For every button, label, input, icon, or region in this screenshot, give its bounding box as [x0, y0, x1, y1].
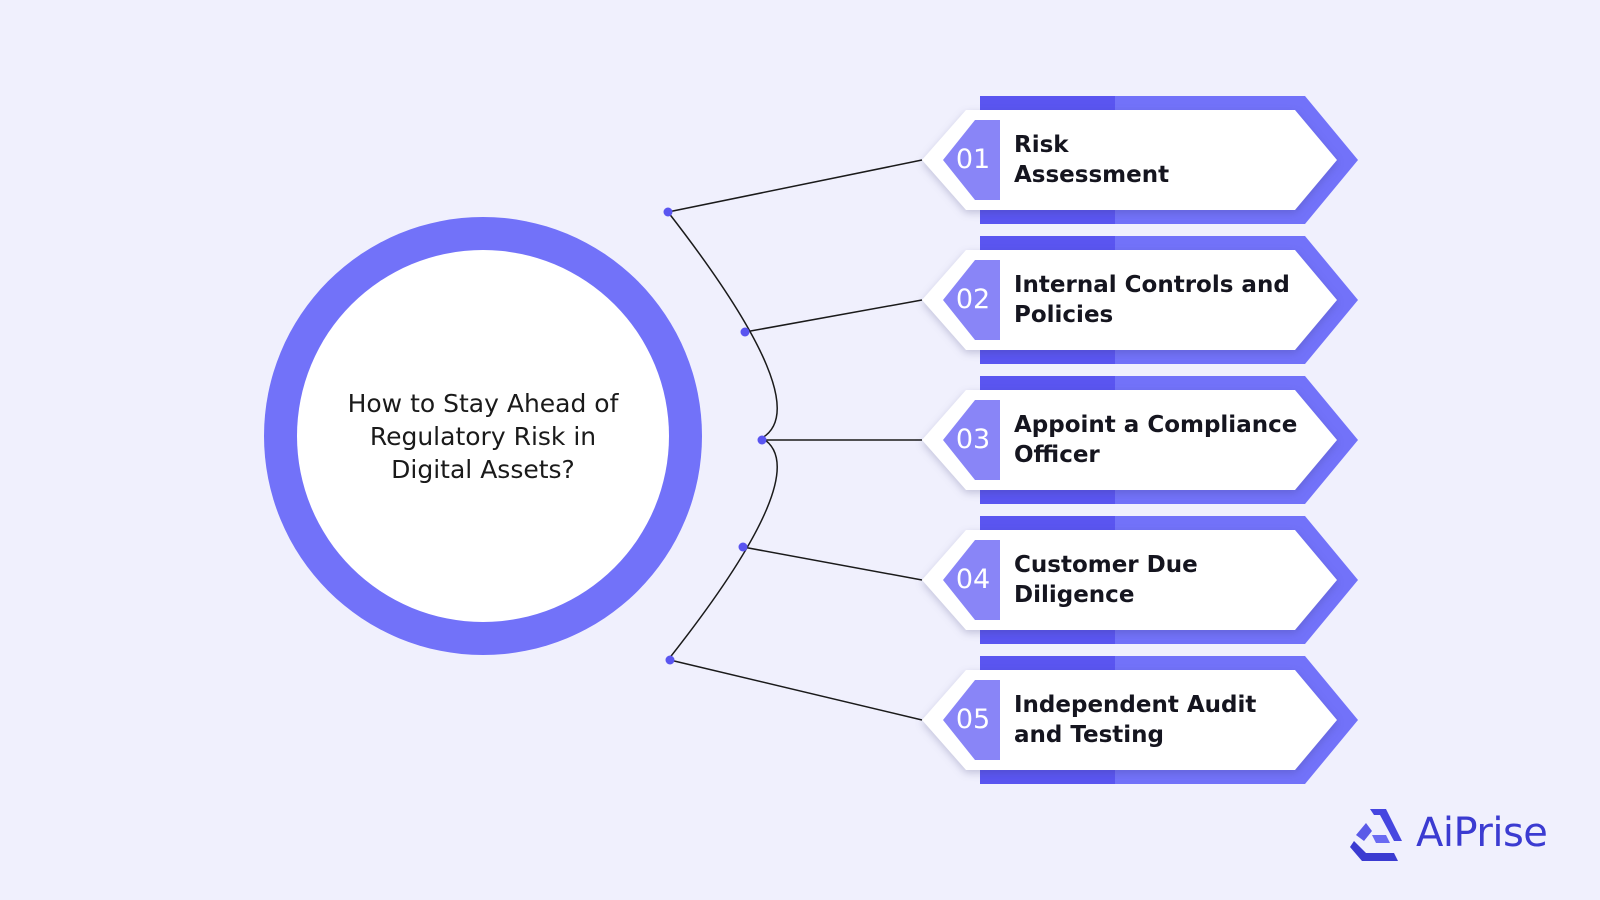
center-hub: How to Stay Ahead of Regulatory Risk in … — [297, 250, 669, 622]
item-card — [922, 376, 1358, 504]
item-label: Independent Audit and Testing — [1014, 690, 1314, 750]
brand-name: AiPrise — [1416, 810, 1548, 856]
item-card — [922, 656, 1358, 784]
connector-dot — [757, 435, 767, 445]
card-face — [922, 250, 1337, 350]
connector-line — [667, 159, 923, 213]
brand-logo: AiPrise — [1350, 805, 1548, 861]
connector-line — [742, 546, 923, 581]
number-tab — [943, 260, 1000, 340]
connector-dot — [738, 542, 748, 552]
item-card — [922, 96, 1358, 224]
aiprise-logo-icon — [1350, 809, 1402, 861]
item-label-line: Independent Audit — [1014, 692, 1257, 718]
item-label-line: Diligence — [1014, 582, 1135, 608]
connector-line — [744, 299, 923, 333]
item-label-line: Officer — [1014, 442, 1100, 468]
item-number: 01 — [955, 144, 991, 175]
item-label-line: Appoint a Compliance — [1014, 412, 1298, 438]
number-tab — [943, 120, 1000, 200]
item-number: 03 — [955, 424, 991, 455]
item-label-line: Assessment — [1014, 162, 1170, 188]
item-number: 02 — [955, 284, 991, 315]
connector-dot — [740, 327, 750, 337]
card-face — [922, 110, 1337, 210]
item-label-line: Risk — [1014, 132, 1069, 158]
connector-line — [669, 659, 923, 721]
center-title: How to Stay Ahead of Regulatory Risk in … — [347, 388, 619, 484]
item-card — [922, 236, 1358, 364]
item-number: 04 — [955, 564, 991, 595]
number-tab — [943, 680, 1000, 760]
item-label-line: Customer Due — [1014, 552, 1198, 578]
item-label-line: and Testing — [1014, 722, 1165, 748]
number-tab — [943, 540, 1000, 620]
connector-dot — [663, 207, 673, 217]
connector-dot — [665, 655, 675, 665]
card-face — [922, 530, 1337, 630]
card-face — [922, 390, 1337, 490]
item-number: 05 — [955, 704, 991, 735]
item-label-line: Internal Controls and — [1014, 272, 1290, 298]
item-card — [922, 516, 1358, 644]
center-hub-ring: How to Stay Ahead of Regulatory Risk in … — [264, 217, 702, 655]
number-tab — [943, 400, 1000, 480]
card-face — [922, 670, 1337, 770]
item-label-line: Policies — [1014, 302, 1114, 328]
cards-layer — [922, 96, 1358, 784]
